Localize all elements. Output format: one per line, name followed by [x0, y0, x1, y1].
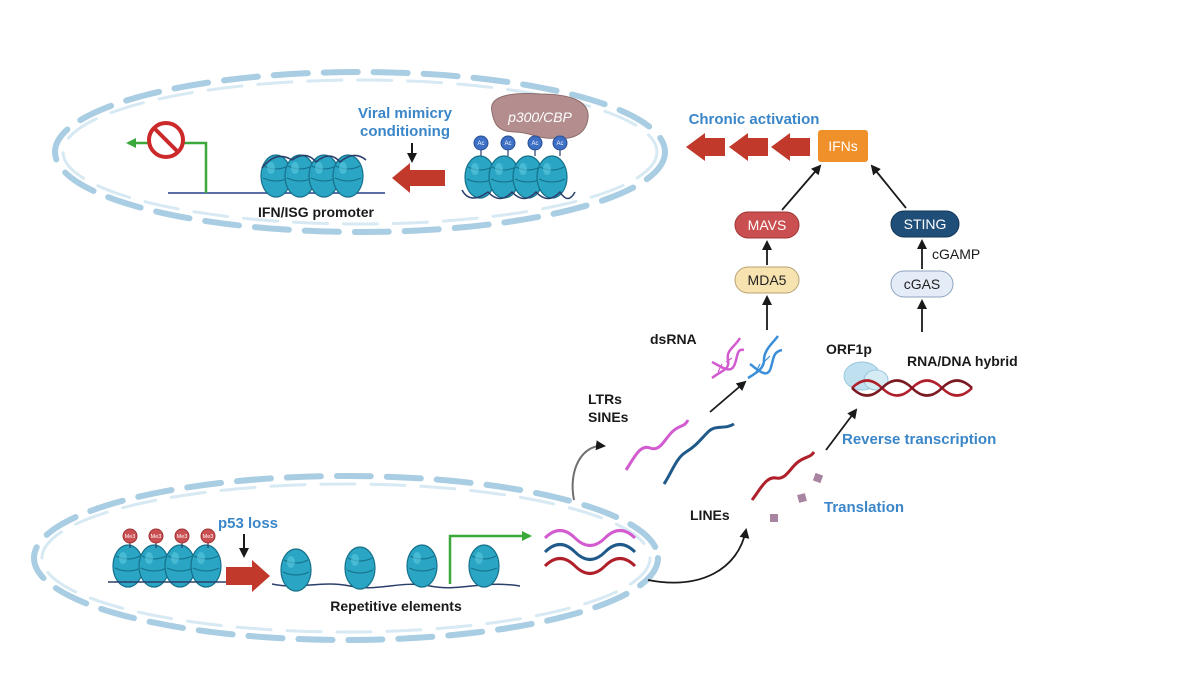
ifns-label: IFNs	[828, 138, 858, 154]
sting-label: STING	[904, 216, 947, 232]
p53-loss-label: p53 loss	[218, 515, 278, 532]
me-mark-2: Me3	[151, 534, 162, 540]
cgamp-label: cGAMP	[932, 246, 980, 262]
red-left-arrow	[392, 163, 445, 193]
ltr-rna-strand-blue	[662, 422, 735, 485]
export-arrow-ltrs	[571, 440, 606, 501]
mda5-node	[734, 266, 800, 294]
viral-mimicry-label-line1: Viral mimicry	[358, 105, 453, 122]
orf1p-protein-icon	[843, 361, 889, 391]
me-mark-1: Me3	[125, 534, 136, 540]
reverse-transcription-arrow	[825, 408, 858, 451]
lines-label: LINEs	[690, 507, 730, 523]
viral-mimicry-label-line2: conditioning	[360, 123, 450, 140]
sines-label: SINEs	[588, 409, 629, 425]
ac-mark-3: Ac	[531, 141, 538, 147]
ltrs-label: LTRs	[588, 391, 622, 407]
acetylated-nucleosomes	[461, 155, 576, 200]
top-nuclear-membrane-inner	[61, 78, 659, 226]
repeat-transcripts	[543, 529, 637, 575]
methylated-nucleosomes	[108, 544, 226, 588]
hybrid-label: RNA/DNA hybrid	[907, 353, 1018, 369]
ac-mark-2: Ac	[504, 141, 511, 147]
translation-label: Translation	[824, 499, 904, 516]
dsrna-label: dsRNA	[650, 331, 697, 347]
promoter-label: IFN/ISG promoter	[258, 204, 374, 220]
repetitive-transcription-arrow	[448, 531, 532, 584]
me-mark-4: Me3	[203, 534, 214, 540]
promoter-nucleosomes	[260, 154, 367, 198]
rna-dna-hybrid-helix	[851, 379, 973, 397]
p300-cbp-protein: p300/CBP	[491, 93, 589, 139]
top-nuclear-membrane-outer	[52, 69, 668, 235]
bottom-nuclear-membrane-outer	[31, 473, 661, 643]
red-right-arrow	[226, 560, 270, 592]
mda5-label: MDA5	[748, 272, 787, 288]
chronic-activation-arrows	[686, 133, 810, 161]
repetitive-elements-label: Repetitive elements	[330, 598, 462, 614]
no-symbol-icon	[147, 121, 185, 159]
ltr-rna-strand-pink	[624, 419, 690, 471]
ac-mark-4: Ac	[556, 141, 563, 147]
translation-products	[770, 472, 824, 522]
cgas-label: cGAS	[904, 276, 941, 292]
bottom-nuclear-membrane-inner	[40, 482, 652, 634]
chronic-activation-label: Chronic activation	[689, 111, 820, 128]
sting-node	[890, 210, 960, 238]
dsrna-helix-pink	[711, 337, 745, 379]
export-arrow-lines	[647, 528, 750, 584]
ac-mark-1: Ac	[477, 141, 484, 147]
line-rna-strand	[750, 451, 816, 501]
open-chromatin	[271, 544, 521, 592]
me-mark-3: Me3	[177, 534, 188, 540]
pathway-arrows	[762, 164, 927, 332]
methyl-marks: Me3 Me3 Me3 Me3	[122, 528, 216, 548]
acetyl-marks: Ac Ac Ac Ac	[473, 135, 568, 156]
mavs-node	[734, 211, 800, 239]
ifns-node	[818, 130, 868, 162]
orf1p-label: ORF1p	[826, 341, 872, 357]
dsrna-helix-blue	[747, 335, 783, 380]
cgas-node	[890, 270, 954, 298]
mavs-label: MAVS	[748, 217, 787, 233]
reverse-transcription-label: Reverse transcription	[842, 431, 996, 448]
dsrna-arrow	[709, 380, 747, 413]
p300-label: p300/CBP	[507, 109, 572, 125]
